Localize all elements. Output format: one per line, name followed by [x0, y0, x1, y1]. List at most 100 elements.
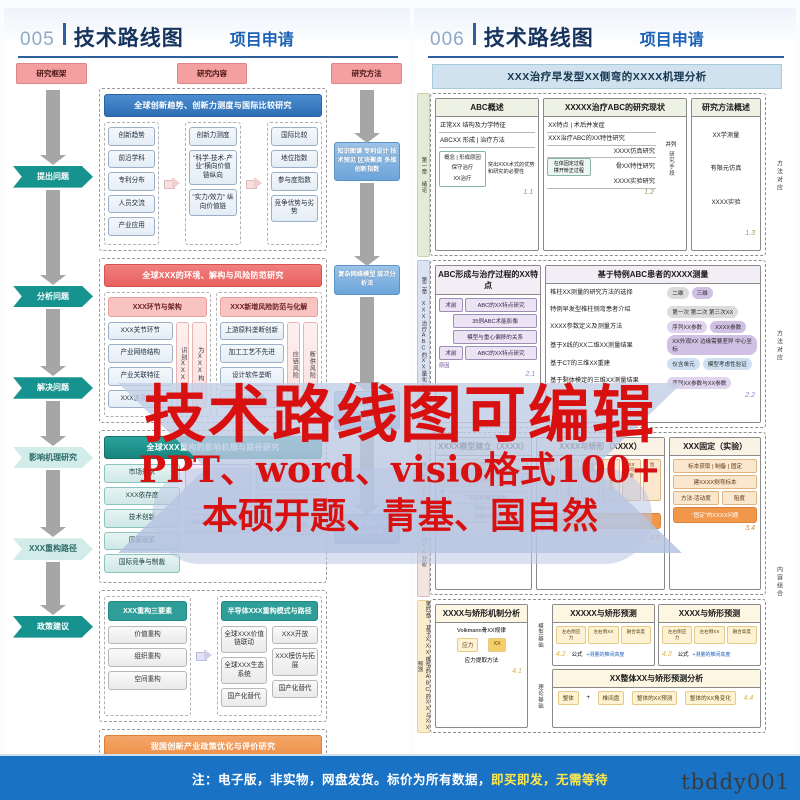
- section-banner: 全球创新趋势、创新力测度与国际比较研究: [104, 94, 322, 117]
- section-banner: 全球XXX的环境、解构与风险防范研究: [104, 263, 322, 287]
- card-body: XX特点 | 术后并发症 XXX治疗ABC的XX特性研究 XXXX仿真研究 在体…: [544, 117, 686, 199]
- chip-research-method: 研究方法: [331, 63, 403, 84]
- sub-banner: XXX环节与架构: [108, 296, 207, 317]
- card-line: 有限元仿真: [710, 165, 742, 173]
- chapter-3-group: XXXX模型建立（XXXX） XX-25 mm 有效XX 模型组合分类 所有的模…: [430, 432, 766, 596]
- item-tag: 左右侧XX: [694, 626, 725, 645]
- chapter-content-column: ABC概述 正常XX 结构及力学特征 ABCXX 形成 | 治疗方法 概念 | …: [430, 93, 766, 733]
- item-tag: 椎间盘: [597, 691, 625, 706]
- bottom-hairline: [0, 754, 800, 756]
- card-line: XX学测量: [712, 131, 740, 139]
- pill-tag: ABC的XX特点研究: [465, 298, 538, 313]
- card-index: 4.1: [512, 668, 522, 676]
- relation-tag-1: 方法对应: [775, 160, 782, 193]
- item-tag: 撑力状态变化: [560, 459, 579, 502]
- card-header: XXX固定（实验）: [670, 438, 760, 457]
- card-body: Volkmann骨XX规律 应力 XX 应力提取方法 4.1: [436, 623, 527, 678]
- card-body: 整体 + 椎间盘 整体的XX预测 整体的XX角变化 4.4: [553, 688, 760, 708]
- flow-arrow-down: [40, 470, 66, 538]
- page-subtitle: 项目申请: [229, 32, 294, 49]
- subsection-patterns: 半导体XXX重构模式与路径 全球XXX价值链联动 全球XXX生态系统 国产化替代…: [217, 595, 322, 716]
- item-cell: 组织重构: [108, 648, 188, 667]
- card-header: XX整体XX与矫形预测分析: [552, 670, 760, 689]
- card-line: XXXX仿真研究: [547, 146, 656, 159]
- item-cell: "科学-技术-产业"横向价值链纵向: [189, 149, 237, 186]
- formula-label: 公式: [571, 652, 583, 659]
- flow-arrow-down: [40, 561, 66, 615]
- subsection-trend: 创新趋势 前沿学科 专利分布 人员交流 产业应用: [104, 122, 160, 245]
- item-tag: 环间宽: [539, 459, 559, 502]
- header-divider-bar: [62, 23, 66, 45]
- result-box: XXX治疗ABC的XXXXX问题: [549, 513, 662, 530]
- slide-number: 006: [430, 29, 465, 50]
- item-cell: 国际比较: [270, 127, 318, 146]
- card-line: 应力提取方法: [464, 658, 499, 665]
- section-columns: 市场需求 XXX依存度 技术创新 国家政策 国际竞争与制裁 XXX重构影响机理: [104, 464, 322, 577]
- method-column: 知识图谱 专利设计 技术预见 区块聚类 多维创新指数 复杂网络模型 层次分析法 …: [330, 88, 404, 744]
- measure-tag: XXXX参数: [710, 321, 747, 334]
- item-cell: 供求关系变化: [255, 516, 322, 536]
- measure-label: XXXX参数定义及测量方法: [550, 323, 623, 331]
- pill-tag: ABC的XX特点研究: [465, 346, 538, 361]
- header-rule: [18, 56, 398, 58]
- item-cell: 上游原料垄断创新: [219, 321, 284, 341]
- inner-item: XX治疗: [453, 176, 472, 182]
- card-line: XX特点 | 术后并发症: [547, 120, 656, 133]
- main-title-banner: XXX治疗早发型XX侧弯的XXXX机理分析: [432, 64, 782, 89]
- card-body: XX-25 mm 有效XX 模型组合分类 所有的模型类型 不同XX方式 不同XX…: [436, 456, 531, 537]
- flow-arrow-down: [354, 90, 380, 143]
- chapter-tag-3: 第三章 XXX治疗ABC的XX分析: [417, 432, 430, 598]
- card-header: 研究方法概述: [691, 99, 760, 117]
- header-divider-bar: [472, 23, 476, 45]
- section-columns: XXX环节与架构 XXX关节环节 产业网络结构 产业关联特征 XXX波及影响 识…: [104, 291, 322, 418]
- item-cell: 技术创新: [104, 509, 180, 528]
- chapter-tag-2: 第二章 XXX治疗ABC的XX量化及特性研究: [417, 260, 430, 430]
- section-risk-analysis: 全球XXX的环境、解构与风险防范研究 XXX环节与架构 XXX关节环节 产业网络…: [99, 257, 327, 424]
- subsection-compare: 国际比较 地位指数 参与度指数 竞争优势与劣势: [266, 122, 322, 245]
- card-line: Volkmann骨XX规律: [457, 628, 506, 635]
- slide-006: 006 技术路线图 项目申请 XXX治疗早发型XX侧弯的XXXX机理分析 第一章…: [414, 8, 796, 792]
- item-cell: 国产化替代: [221, 688, 268, 707]
- relation-tag-3: 内容组合: [775, 566, 782, 599]
- header-rule: [428, 56, 784, 58]
- card-line: XXXX实验: [711, 198, 741, 206]
- card-body: 左右侧应力 左右侧XX 融合高度 4.3 公式 +测量的椎间高度: [659, 623, 760, 661]
- card-body: 左右侧应力 左右侧XX 融合高度 4.2 公式 +测量的椎间高度: [553, 623, 654, 661]
- card-index: 1.1: [523, 188, 534, 196]
- item-tag: 整体的XX预测: [631, 691, 678, 706]
- item-cell: XXX关节环节: [108, 321, 173, 341]
- item-cell: 参与度指数: [270, 172, 318, 191]
- card-body: 正常XX 结构及力学特征 ABCXX 形成 | 治疗方法 概念 | 形成原因 保…: [436, 117, 538, 199]
- item-cell-placeholder: [255, 464, 322, 491]
- card-abc-overview: ABC概述 正常XX 结构及力学特征 ABCXX 形成 | 治疗方法 概念 | …: [435, 98, 540, 252]
- item-cell: XXX开放: [272, 625, 318, 645]
- item-tag: 左右侧应力: [555, 626, 587, 645]
- item-tag: 建XXXX侧弯标本: [673, 475, 757, 490]
- card-patient-measurement: 基于特例ABC患者的XXXX测量 椎柱XX测量的研究方法的选择二维三维 特例早发…: [545, 265, 761, 424]
- item-tag: 撑开力方式: [601, 459, 621, 502]
- item-tag: 左右侧应力: [661, 626, 693, 645]
- vertical-label: 识别XXX: [179, 347, 186, 383]
- stage-column: 提出问题 分析问题 解决问题 影响机理研究 XXX重构路径 政策建议: [10, 88, 96, 744]
- section-global-innovation: 全球创新趋势、创新力测度与国际比较研究 创新趋势 前沿学科 专利分布 人员交流 …: [99, 88, 327, 251]
- measure-tag: 仪含单元: [667, 358, 700, 371]
- card-mechanism-analysis: XXXX与矫形机制分析 Volkmann骨XX规律 应力 XX 应力提取方法 4…: [435, 604, 528, 728]
- sub-banner: XXX重构三要素: [108, 600, 188, 621]
- sub-banner: 半导体XXX重构模式与路径: [221, 600, 318, 621]
- slide-005-body: 提出问题 分析问题 解决问题 影响机理研究 XXX重构路径 政策建议 全球创新趋…: [4, 84, 410, 792]
- card-header: XXXX与矫形（XXXX）: [536, 438, 665, 457]
- chapter-tag-1: 第一章 绪论: [417, 93, 430, 258]
- flow-arrow-down: [40, 90, 66, 165]
- chapter-tag-4: 第四章 基于XXX模型的ABC的XX与XX预测: [416, 600, 431, 733]
- card-index: 3.4: [745, 525, 755, 533]
- footer-text-main: 注：电子版，非实物，网盘发货。标价为所有数据，: [191, 772, 491, 787]
- card-header: XXXXX与矫形预测: [552, 605, 654, 624]
- chapter-4-group: XXXX与矫形机制分析 Volkmann骨XX规律 应力 XX 应力提取方法 4…: [430, 599, 766, 733]
- arrow-right-icon: [245, 176, 262, 189]
- subsection-risk: XXX新增风险防范与化解 上游原料垄断创新 加工工艺不先进 设计软件垄断 XXX…: [215, 291, 322, 418]
- card-index: 1.3: [745, 230, 755, 238]
- item-cell: "实力/效力" 纵向价值链: [189, 189, 237, 217]
- stage-chevron-3: 解决问题: [13, 377, 93, 399]
- card-body: 术前 ABC的XX特点研究 35例ABC术能影像 模型与重心偏移的关系 术前 A…: [436, 295, 540, 381]
